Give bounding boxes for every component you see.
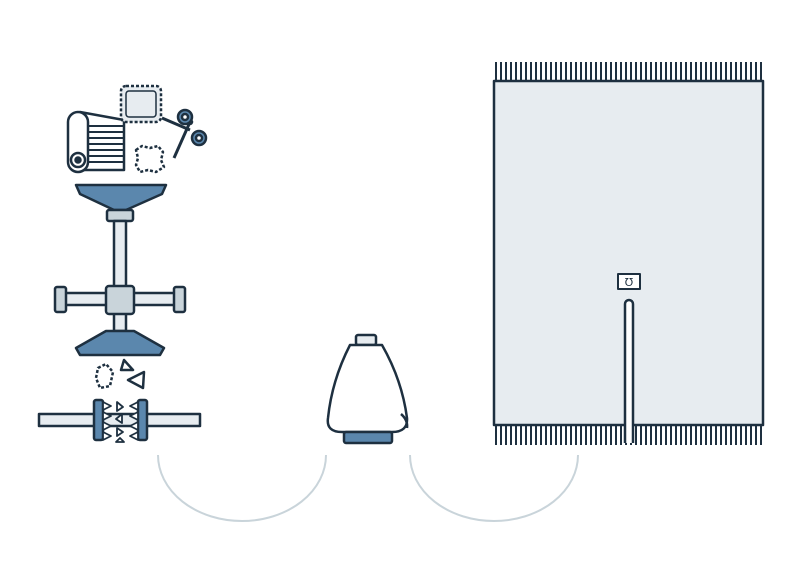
finished-textile: Ʊ bbox=[492, 62, 765, 445]
care-label-icon: Ʊ bbox=[617, 273, 641, 290]
hanging-tab bbox=[623, 298, 635, 443]
roller-comb-icon bbox=[37, 398, 202, 443]
fiber-pieces-icon bbox=[94, 358, 146, 390]
hopper-neck bbox=[105, 208, 135, 223]
hopper-top-icon bbox=[74, 183, 168, 212]
small-scrap-icon bbox=[134, 144, 166, 174]
connector-arc-shredder-to-yarn bbox=[157, 454, 327, 522]
fabric-roll-icon bbox=[66, 110, 126, 174]
yarn-cone-icon bbox=[326, 333, 409, 445]
center-hub bbox=[104, 284, 136, 316]
connector-arcs bbox=[157, 454, 579, 522]
fabric-patch-icon bbox=[119, 84, 163, 124]
fringe-top bbox=[495, 62, 762, 81]
left-handle bbox=[53, 285, 68, 314]
scissors-icon bbox=[161, 108, 208, 159]
hopper-bottom-icon bbox=[74, 329, 166, 357]
textile-inputs bbox=[66, 84, 208, 174]
fringe-bottom bbox=[495, 425, 762, 445]
shredder-machine bbox=[37, 183, 202, 443]
care-label-text: Ʊ bbox=[625, 276, 633, 289]
right-handle bbox=[172, 285, 187, 314]
connector-arc-yarn-to-textile bbox=[409, 454, 579, 522]
